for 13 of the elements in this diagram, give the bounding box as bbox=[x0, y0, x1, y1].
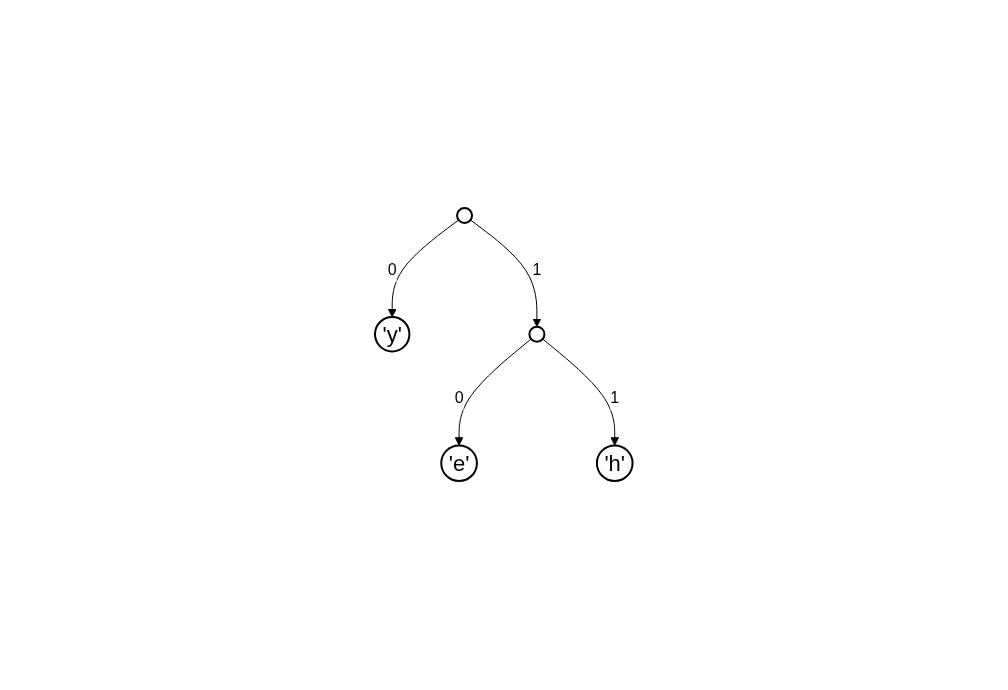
node-circle: 'h' bbox=[596, 444, 634, 483]
edge-label: 1 bbox=[610, 389, 620, 407]
edge-label: 0 bbox=[454, 389, 464, 407]
edge-label: 1 bbox=[532, 261, 542, 279]
node-circle bbox=[456, 207, 474, 225]
node-circle: 'y' bbox=[374, 316, 411, 353]
node-circle bbox=[528, 326, 546, 344]
node-circle: 'e' bbox=[440, 444, 479, 483]
arrow bbox=[470, 220, 542, 328]
edge-label: 0 bbox=[387, 261, 397, 279]
arrow bbox=[542, 338, 620, 447]
arrow bbox=[388, 220, 460, 318]
arrow bbox=[454, 338, 532, 447]
